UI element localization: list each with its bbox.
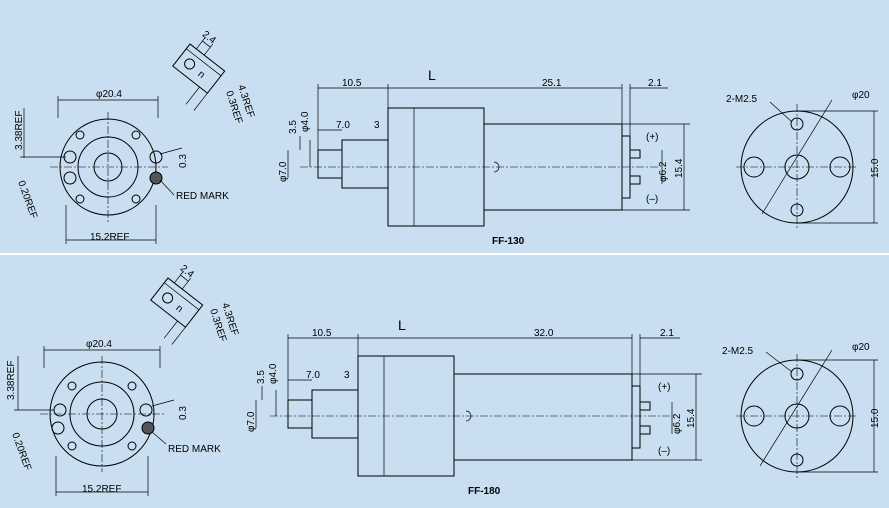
motor-can	[453, 373, 633, 461]
terminal-minus	[629, 175, 641, 185]
side-view: 10.5 L 32.0 2.1 7.0 3 3.5 φ4.0 φ7.0 φ6.2…	[246, 317, 702, 497]
bracket-detail: 2.4 n	[150, 263, 204, 345]
panel-ff130: 2.4 n 4.3REF 0.3REF φ20.4	[14, 29, 881, 247]
dim-0-3: 0.3	[178, 406, 189, 420]
bracket-detail: 2.4 n	[172, 29, 226, 111]
terminal-left	[51, 421, 65, 435]
dim-0-3: 0.3	[178, 154, 189, 168]
dim-phi7-0: φ7.0	[246, 411, 257, 432]
red-mark-terminal	[141, 421, 155, 435]
dim-3: 3	[374, 120, 380, 131]
dim-3-38ref: 3.38REF	[14, 111, 25, 150]
red-mark-terminal	[149, 171, 163, 185]
dim-len: 25.1	[542, 78, 562, 89]
model-title: FF-180	[468, 486, 501, 497]
terminal-minus	[639, 425, 651, 435]
polarity-plus: (+)	[658, 382, 671, 393]
front-hole-right	[139, 403, 153, 417]
dim-2-4: 2.4	[200, 29, 218, 46]
shaft	[287, 399, 313, 429]
dim-3: 3	[344, 370, 350, 381]
dim-phi6-2: φ6.2	[672, 413, 683, 434]
dim-15-4: 15.4	[686, 408, 697, 428]
dim-2-1: 2.1	[660, 328, 674, 339]
dim-n: n	[196, 69, 207, 81]
dim-phi20-4: φ20.4	[86, 339, 112, 350]
dim-L: L	[428, 67, 436, 83]
dim-0-20ref: 0.20REF	[15, 179, 39, 220]
terminal-left	[63, 171, 77, 185]
shaft-boss	[341, 139, 389, 189]
panel-ff180: 2.4 n 4.3REF 0.3REF φ20.4 15.2	[6, 263, 881, 497]
bracket-hole	[162, 292, 174, 304]
dim-n: n	[174, 303, 185, 315]
dim-7-0: 7.0	[336, 120, 350, 131]
dim-phi20-4: φ20.4	[96, 89, 122, 100]
rear-view: 2-M2.5 φ20 15.0	[722, 342, 881, 478]
dim-2-m2-5: 2-M2.5	[722, 346, 754, 357]
dim-2-1: 2.1	[648, 78, 662, 89]
bracket-hole	[184, 58, 196, 70]
bracket-outline	[150, 277, 204, 328]
dim-2-m2-5: 2-M2.5	[726, 94, 758, 105]
end-cap	[631, 385, 641, 449]
rear-view: 2-M2.5 φ20 15.0	[726, 90, 881, 230]
dim-3-38ref: 3.38REF	[6, 361, 17, 400]
terminal-plus	[639, 401, 651, 411]
dim-15-2ref: 15.2REF	[82, 484, 121, 495]
dim-15-4: 15.4	[674, 158, 685, 178]
dim-15-0: 15.0	[870, 408, 881, 428]
model-title: FF-130	[492, 236, 525, 247]
dim-15-0: 15.0	[870, 158, 881, 178]
dim-len: 32.0	[534, 328, 554, 339]
shaft-boss	[311, 389, 359, 439]
polarity-minus: (–)	[646, 194, 658, 205]
shaft	[317, 149, 343, 179]
side-view: 10.5 L 25.1 2.1 7.0 3 3.5 φ4.0 φ7.0 φ6.2…	[278, 67, 690, 247]
dim-phi7-0: φ7.0	[278, 161, 289, 182]
dim-3-5: 3.5	[288, 120, 299, 134]
bracket-outline	[172, 43, 226, 94]
front-hole-right	[149, 150, 163, 164]
red-mark-label: RED MARK	[176, 191, 229, 202]
front-view: φ20.4 15.2REF 3.38REF 0.20REF 0.3 RED MA…	[14, 89, 229, 244]
polarity-plus: (+)	[646, 132, 659, 143]
dim-0-20ref: 0.20REF	[9, 431, 33, 472]
dim-phi4-0: φ4.0	[268, 363, 279, 384]
front-view: φ20.4 15.2REF 3.38REF 0.20REF 0.3 RED MA…	[6, 339, 221, 496]
dim-phi20: φ20	[852, 90, 870, 101]
dim-7-0: 7.0	[306, 370, 320, 381]
dim-15-2ref: 15.2REF	[90, 232, 129, 243]
dim-phi4-0: φ4.0	[300, 111, 311, 132]
red-mark-label: RED MARK	[168, 444, 221, 455]
dim-3-5: 3.5	[256, 370, 267, 384]
dim-phi20: φ20	[852, 342, 870, 353]
dim-2-4: 2.4	[178, 263, 196, 280]
dim-10-5: 10.5	[312, 328, 332, 339]
dim-L: L	[398, 317, 406, 333]
polarity-minus: (–)	[658, 446, 670, 457]
dim-10-5: 10.5	[342, 78, 362, 89]
dim-phi6-2: φ6.2	[658, 161, 669, 182]
terminal-plus	[629, 149, 641, 159]
